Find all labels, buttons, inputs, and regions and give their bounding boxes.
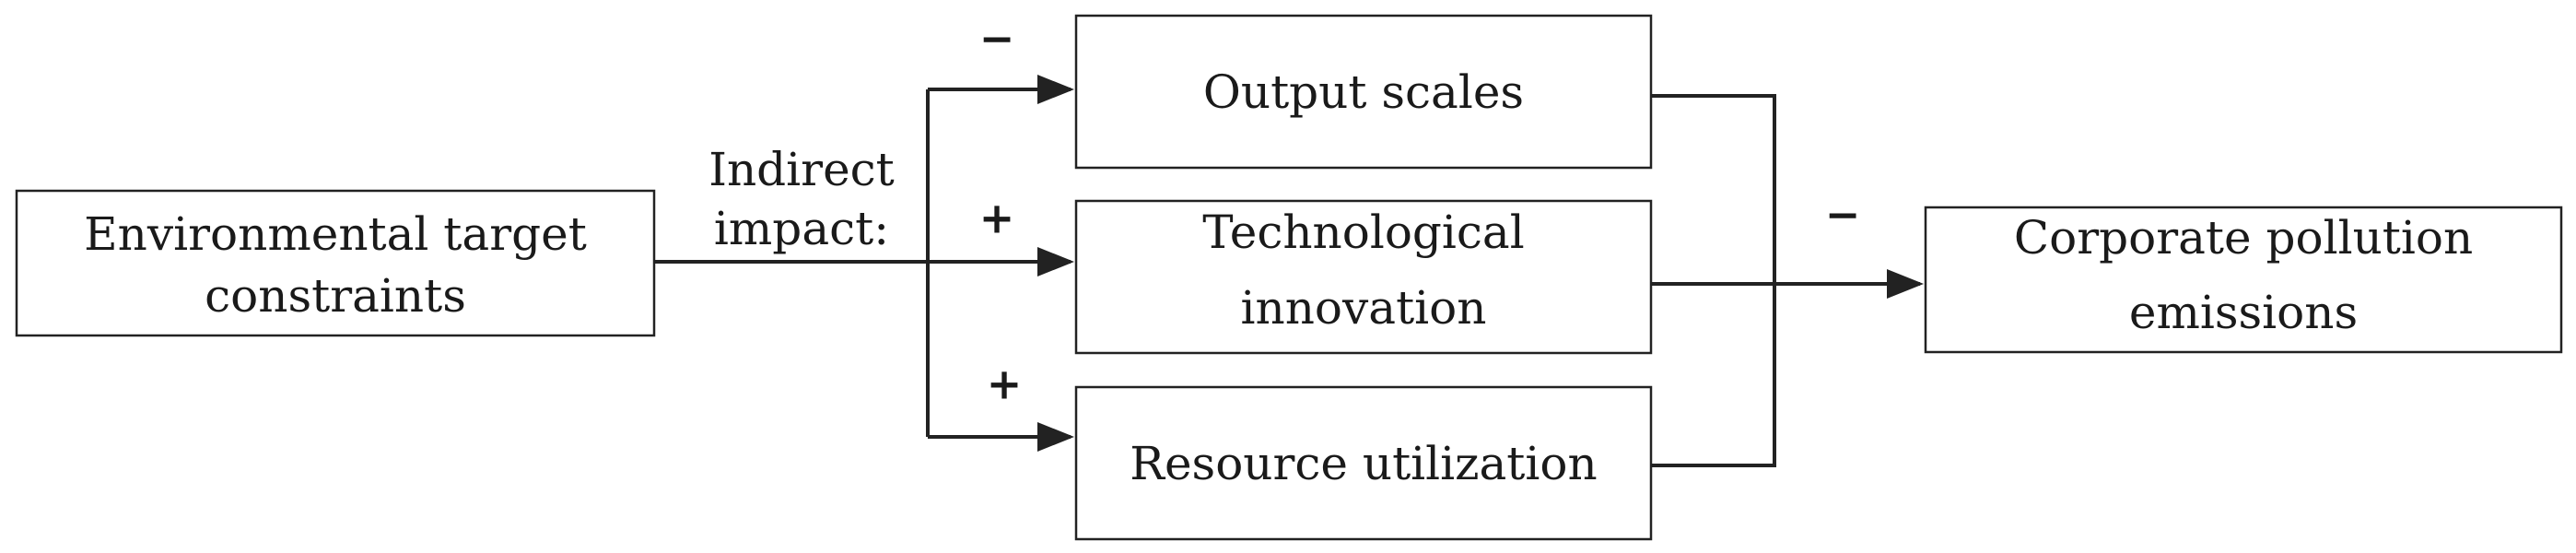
technological-innovation-sign: + xyxy=(979,194,1015,243)
source-box-label-line1: Environmental target xyxy=(84,207,587,261)
source-box: Environmental target constraints xyxy=(15,189,656,337)
output-scales-box: Output scales xyxy=(1074,14,1653,170)
indirect-impact-label-line2: impact: xyxy=(714,202,889,255)
output-scales-sign: − xyxy=(979,14,1015,64)
merge-bracket-line xyxy=(1651,94,1776,467)
technological-innovation-label-line2: innovation xyxy=(1241,281,1487,335)
technological-innovation-box: Technological innovation xyxy=(1074,199,1653,355)
corporate-pollution-emissions-box: Corporate pollution emissions xyxy=(1924,206,2563,354)
technological-innovation-label-line1: Technological xyxy=(1202,206,1524,259)
resource-utilization-box: Resource utilization xyxy=(1074,385,1653,541)
indirect-impact-label-line1: Indirect xyxy=(708,143,895,196)
corporate-pollution-emissions-sign: − xyxy=(1825,190,1861,240)
corporate-pollution-emissions-label-line1: Corporate pollution xyxy=(2014,211,2473,265)
corporate-pollution-emissions-label-line2: emissions xyxy=(2129,286,2358,339)
output-scales-label: Output scales xyxy=(1203,65,1524,119)
resource-utilization-label: Resource utilization xyxy=(1130,437,1597,490)
resource-utilization-sign: + xyxy=(987,359,1023,409)
source-box-label-line2: constraints xyxy=(205,269,466,323)
